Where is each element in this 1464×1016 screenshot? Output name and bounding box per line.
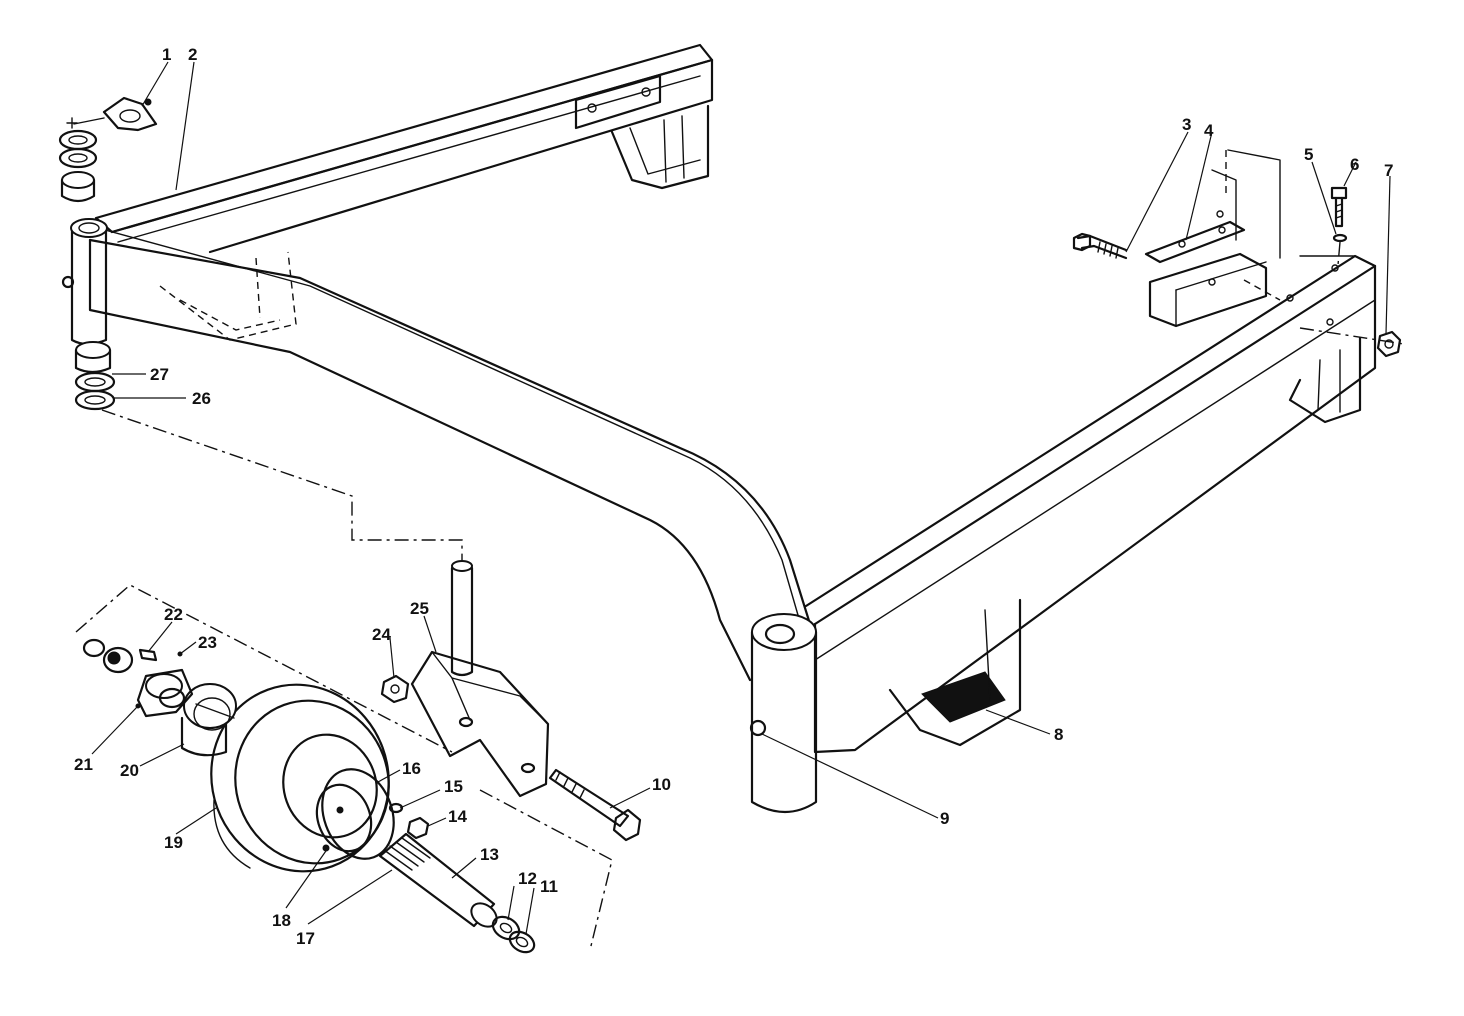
callout-11: 11	[540, 877, 558, 896]
callout-23: 23	[198, 633, 217, 652]
callout-5: 5	[1304, 145, 1313, 164]
callout-18: 18	[272, 911, 291, 930]
callout-7: 7	[1384, 161, 1393, 180]
pivot-hardware-left	[58, 96, 158, 411]
callout-16: 16	[402, 759, 421, 778]
callout-9: 9	[940, 809, 949, 828]
callout-12: 12	[518, 869, 537, 888]
leader-lines	[91, 61, 1391, 935]
callout-19: 19	[164, 833, 183, 852]
callout-6: 6	[1350, 155, 1359, 174]
callout-24: 24	[372, 625, 391, 644]
callout-17: 17	[296, 929, 315, 948]
callout-26: 26	[192, 389, 211, 408]
callout-20: 20	[120, 761, 139, 780]
callout-27: 27	[150, 365, 169, 384]
callout-4: 4	[1204, 121, 1214, 140]
caster-assembly	[75, 409, 767, 954]
callout-15: 15	[444, 777, 463, 796]
callout-22: 22	[164, 605, 183, 624]
callout-1: 1	[162, 45, 171, 64]
hitch-hardware-right	[1072, 150, 1405, 358]
callout-8: 8	[1054, 725, 1063, 744]
callout-25: 25	[410, 599, 429, 618]
callout-10: 10	[652, 775, 671, 794]
callout-21: 21	[74, 755, 93, 774]
callout-labels: 1 2 3 4 5 6 7 8 9 10 11 12 13 14 15 16 1…	[74, 45, 1393, 948]
callout-2: 2	[188, 45, 197, 64]
frame-assembly	[70, 43, 1377, 813]
callout-3: 3	[1182, 115, 1191, 134]
callout-14: 14	[448, 807, 467, 826]
callout-13: 13	[480, 845, 499, 864]
